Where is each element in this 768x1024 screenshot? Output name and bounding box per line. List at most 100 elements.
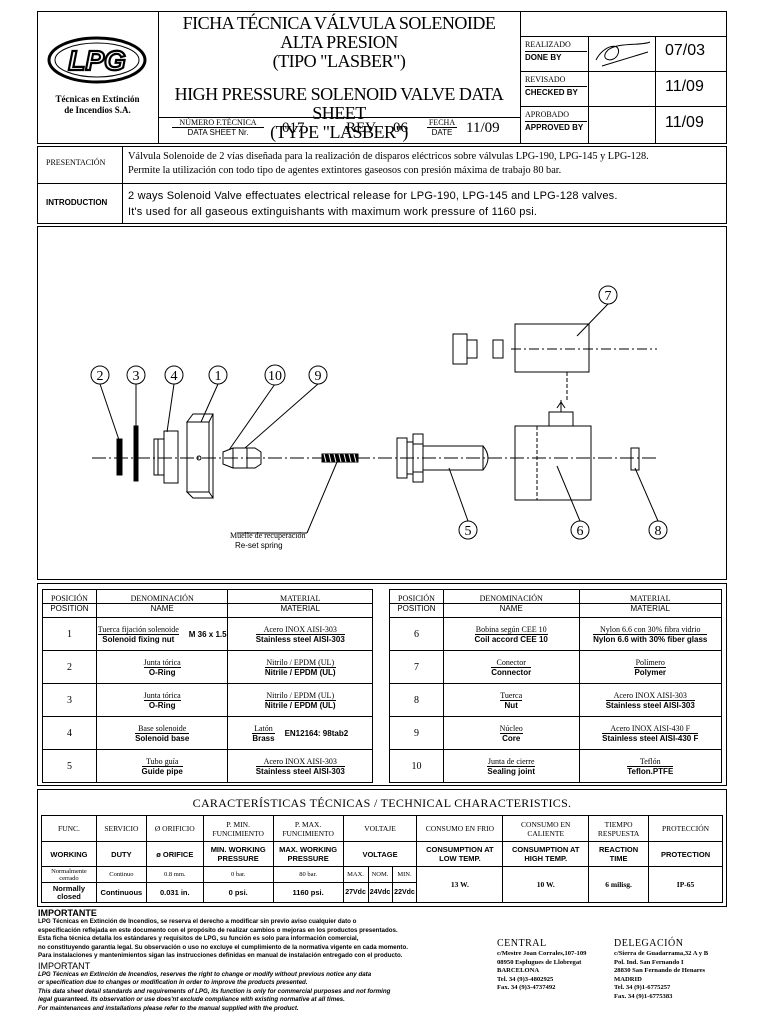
tech-header-es: P. MIN. FUNCIMIENTO — [202, 815, 274, 842]
part-mat-extra: EN12164: 98tab2 — [284, 728, 349, 738]
presentation-box — [37, 146, 727, 224]
part-pos-value: 2 — [66, 661, 72, 673]
central-title: CENTRAL — [497, 938, 547, 949]
title-es-line1: FICHA TÉCNICA VÁLVULA SOLENOIDE ALTA PRE… — [182, 13, 496, 52]
part-1-fixing-nut — [185, 413, 214, 499]
part-mat-en: Teflon.PTFE — [627, 766, 674, 776]
tech-value: 10 W. — [502, 866, 590, 903]
part-name-en: Solenoid base — [135, 733, 190, 743]
voltage-value: 22Vdc — [391, 882, 418, 903]
delegation-address-line: Tel. 34 (9)1-6775257 — [614, 984, 671, 992]
part-pos-value: 4 — [66, 727, 72, 739]
drawing-frame — [37, 226, 727, 580]
central-address-line: 08950 Esplugues de Llobregat — [497, 958, 582, 966]
callout-2: 2 — [90, 365, 110, 385]
tech-value: IP-65 — [648, 866, 723, 903]
part-pos-value: 3 — [66, 694, 72, 706]
tech-header-en: DUTY — [95, 841, 147, 867]
important-es-line: LPG Técnicas en Extinción de Incendios, … — [38, 918, 357, 925]
tech-value-en: Normally closed — [41, 882, 97, 903]
divider — [521, 106, 727, 107]
svg-text:9: 9 — [315, 369, 322, 384]
svg-text:4: 4 — [171, 369, 178, 384]
divider — [158, 117, 520, 118]
part-mat-es: Acero INOX AISI-303 — [605, 691, 695, 701]
part-position: 10 — [389, 749, 444, 783]
part-position: 1 — [42, 617, 97, 651]
tech-header-es: CONSUMO EN FRIO — [416, 815, 504, 842]
delegation-title: DELEGACIÓN — [614, 938, 684, 949]
voltage-value: 24Vdc — [367, 882, 393, 903]
part-name-es: Tuerca fijación solenoide — [97, 624, 179, 635]
tech-header-en: WORKING — [41, 841, 97, 867]
sheet-label-en: DATA SHEET Nr. — [172, 127, 264, 137]
introduction-line1: 2 ways Solenoid Valve effectuates electr… — [128, 190, 618, 202]
tech-header-en: ø ORIFICE — [145, 841, 204, 867]
date-value: 11/09 — [466, 120, 500, 136]
part-name-es: Tubo guía — [141, 757, 183, 767]
title-en-line1: HIGH PRESSURE SOLENOID VALVE DATA SHEET — [174, 84, 504, 123]
signature-icon — [595, 41, 651, 67]
part-name-en: Guide pipe — [141, 766, 183, 776]
th-name-en: NAME — [443, 603, 579, 613]
divider — [521, 36, 727, 37]
part-mat-es: Nitrilo / EPDM (UL) — [264, 657, 336, 668]
central-address-line: c/Mestre Joan Corrales,107-109 — [497, 950, 587, 957]
tech-value-en: 0.031 in. — [145, 882, 204, 903]
callout-9: 9 — [308, 365, 328, 385]
svg-text:3: 3 — [133, 369, 140, 384]
part-mat-en: Nitrile / EPDM (UL) — [264, 700, 336, 710]
part-pos-value: 5 — [66, 760, 72, 772]
sheet-number-value: 017 — [282, 120, 305, 136]
logo-text: LPG — [68, 45, 126, 76]
important-en-line: For maintenances and installations pleas… — [38, 1004, 299, 1012]
part-name-es: Junta tórica — [143, 690, 181, 701]
part-mat-en: Stainless steel AISI-303 — [605, 700, 695, 710]
date-label-en: DATE — [427, 127, 457, 137]
delegation-address-line: Pol. Ind. San Fernando I — [614, 958, 684, 966]
part-10-sealing-joint — [222, 447, 262, 469]
part-mat-en: Nylon 6.6 with 30% fiber glass — [593, 634, 708, 644]
divider — [37, 183, 727, 184]
svg-text:2: 2 — [97, 369, 104, 384]
part-8-nut — [630, 447, 640, 471]
important-en-title: IMPORTANT — [38, 960, 91, 971]
delegation-address: DELEGACIÓN c/Sierra de Guadarrama,32 A y… — [614, 938, 726, 1002]
part-mat-es: Acero INOX AISI-430 F — [602, 724, 699, 734]
part-9-spring — [321, 453, 359, 463]
part-mat-en: Stainless steel AISI-303 — [255, 766, 345, 776]
title-en-line2: (TYPE "LASBER") — [270, 122, 408, 142]
part-name-en: O-Ring — [148, 667, 176, 677]
th-pos-en: POSITION — [390, 603, 443, 613]
tech-header-en: VOLTAGE — [342, 841, 418, 867]
important-es-line: Para instalaciones y mantenimientos siga… — [38, 952, 403, 959]
part-mat-es: Polímero — [634, 657, 667, 668]
part-6-coil — [514, 400, 592, 501]
header-frame — [37, 11, 727, 144]
approval-label-en: DONE BY — [525, 51, 587, 64]
approval-label-es: REVISADO — [525, 75, 566, 84]
part-position: 7 — [389, 650, 444, 684]
divider — [655, 36, 656, 144]
callout-6: 6 — [570, 520, 590, 540]
company-logo: LPG — [40, 30, 155, 92]
tech-header-en: MAX. WORKING PRESSURE — [272, 841, 344, 867]
tech-value: 6 milisg. — [588, 866, 650, 903]
th-pos-en: POSITION — [43, 603, 96, 613]
part-position: 3 — [42, 683, 97, 717]
tech-header-es: PROTECCIÓN — [648, 815, 723, 842]
delegation-address-line: 28830 San Fernando de Henares — [614, 967, 706, 975]
part-position: 8 — [389, 683, 444, 717]
